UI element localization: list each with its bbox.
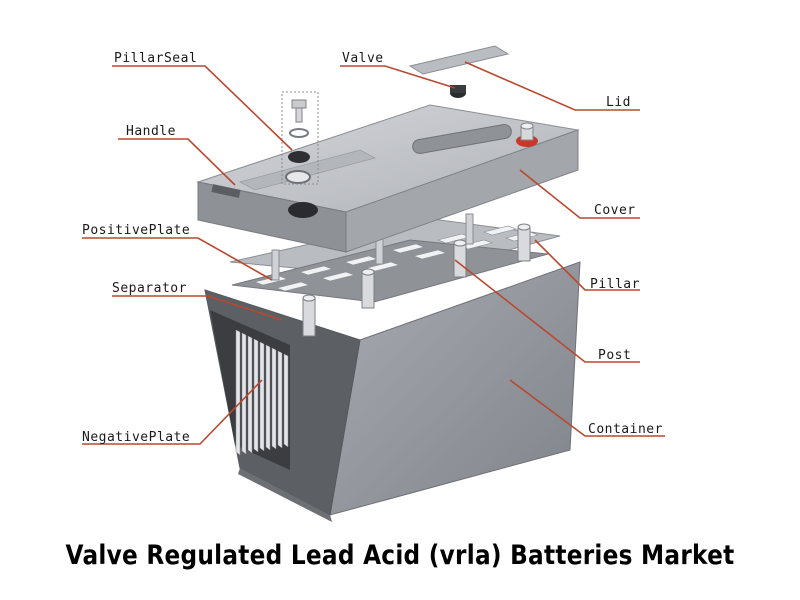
label-negative-plate: NegativePlate — [82, 430, 190, 445]
label-container: Container — [588, 422, 663, 437]
pillar-seal-parts — [281, 91, 319, 185]
negative-plate-stack — [210, 310, 290, 470]
labels: PillarSeal Valve Lid Handle Cover Positi… — [82, 51, 663, 445]
cover — [196, 104, 580, 253]
label-post: Post — [598, 348, 631, 363]
label-cover: Cover — [594, 203, 636, 218]
label-positive-plate: PositivePlate — [82, 223, 190, 238]
label-pillar: Pillar — [590, 277, 640, 292]
leader-lines — [82, 61, 665, 445]
label-separator: Separator — [112, 281, 187, 296]
post — [302, 223, 531, 337]
label-pillar-seal: PillarSeal — [114, 51, 197, 66]
terminal — [516, 122, 538, 147]
label-valve: Valve — [342, 51, 384, 66]
label-handle: Handle — [126, 124, 176, 139]
label-lid: Lid — [606, 95, 631, 110]
valve — [450, 85, 466, 98]
pillar — [271, 213, 474, 281]
diagram-caption: Valve Regulated Lead Acid (vrla) Batteri… — [65, 540, 735, 571]
lid — [408, 45, 510, 75]
